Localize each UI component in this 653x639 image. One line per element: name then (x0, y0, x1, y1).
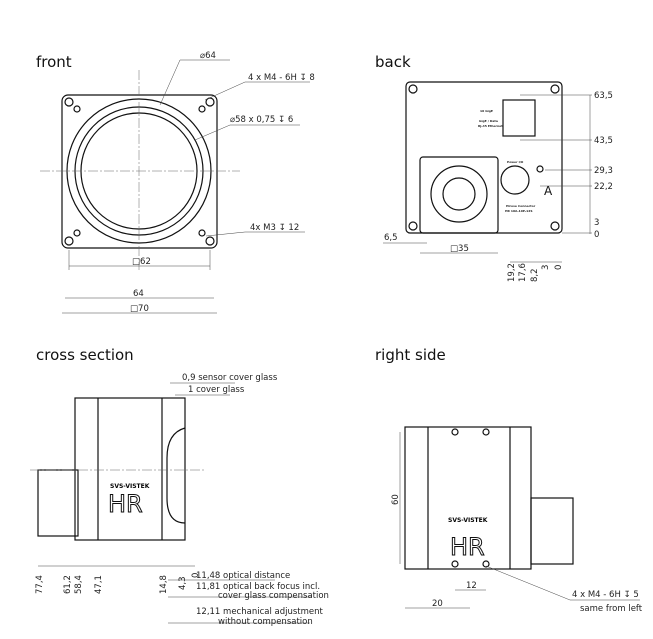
front-title: front (36, 53, 72, 71)
rs-dim-12: 12 (466, 581, 477, 591)
cs-dim: 47,1 (94, 575, 104, 594)
back-dim-43-5: 43,5 (594, 136, 613, 146)
front-thread-diameter-58: ⌀58 x 0,75 ↧ 6 (230, 115, 293, 125)
back-dim-8-2: 8,2 (530, 268, 540, 282)
rs-thread: 4 x M4 - 6H ↧ 5 (572, 590, 639, 600)
back-dim-0: 0 (594, 230, 599, 240)
cs-dim: 4,3 (178, 576, 188, 590)
hr-logo: HR (450, 533, 485, 561)
back-title: back (375, 53, 411, 71)
right-side-title: right side (375, 346, 446, 364)
front-dim-diameter-64: ⌀64 (200, 51, 216, 61)
back-dim-0b: 0 (554, 265, 564, 270)
cs-dim: 14,8 (159, 575, 169, 594)
note-back-focus-2: cover glass compensation (218, 591, 329, 601)
back-dim-3: 3 (594, 218, 599, 228)
cs-dim: 58,4 (74, 575, 84, 594)
panel-label: HR 10A-10P-12S (505, 209, 533, 213)
front-dim-70: □70 (130, 304, 149, 314)
panel-label: Hirose Connector (506, 204, 536, 208)
note-mechanical: 12,11 mechanical adjustment (196, 607, 324, 617)
brand-logo: SVS-VISTEK (110, 483, 150, 490)
cs-dim: 77,4 (35, 575, 45, 594)
label-cover-glass: 1 cover glass (188, 385, 245, 395)
cross-section-view: cross section SVS-VISTEK HR 0,9 sensor c… (30, 346, 329, 627)
note-back-focus: 11,81 optical back focus incl. (196, 582, 320, 592)
cs-dim: 61,2 (63, 575, 73, 594)
note-mechanical-2: without compensation (218, 617, 313, 627)
front-thread-m4: 4 x M4 - 6H ↧ 8 (248, 73, 315, 83)
panel-label: Power I/O (507, 160, 524, 164)
panel-label: RJ-45 Ethernet (478, 124, 503, 128)
label-sensor-cover-glass: 0,9 sensor cover glass (182, 373, 278, 383)
back-dim-22-2: 22,2 (594, 182, 613, 192)
right-side-view: right side SVS-VISTEK HR 60 12 20 4 x M4… (375, 346, 643, 614)
cross-section-title: cross section (36, 346, 134, 364)
back-view: back 10 GigE GigE / Data RJ-45 Ethernet … (375, 53, 613, 282)
cs-dim: 0 (191, 573, 201, 578)
front-dim-64: 64 (133, 289, 144, 299)
back-dim-35: □35 (450, 244, 469, 254)
hr-logo: HR (108, 490, 143, 518)
back-dim-63-5: 63,5 (594, 91, 613, 101)
back-dim-19-2: 19,2 (507, 263, 517, 282)
front-thread-m3: 4x M3 ↧ 12 (250, 223, 299, 233)
brand-logo: SVS-VISTEK (448, 517, 488, 524)
back-dim-3b: 3 (541, 265, 551, 270)
rs-dim-60: 60 (391, 494, 401, 505)
rs-thread-note: same from left (580, 604, 643, 614)
back-dim-29-3: 29,3 (594, 166, 613, 176)
back-dim-17-6: 17,6 (518, 263, 528, 282)
front-view: front ⌀64 4 x M4 - 6H ↧ 8 ⌀58 x 0,75 ↧ 6… (36, 51, 315, 314)
panel-label: 10 GigE (480, 109, 493, 113)
rs-dim-20: 20 (432, 599, 443, 609)
marker-a: A (544, 184, 553, 198)
back-dim-6-5: 6,5 (384, 233, 398, 243)
note-optical-distance: 11,48 optical distance (196, 571, 290, 581)
front-dim-62: □62 (132, 257, 151, 267)
panel-label: GigE / Data (479, 119, 498, 123)
